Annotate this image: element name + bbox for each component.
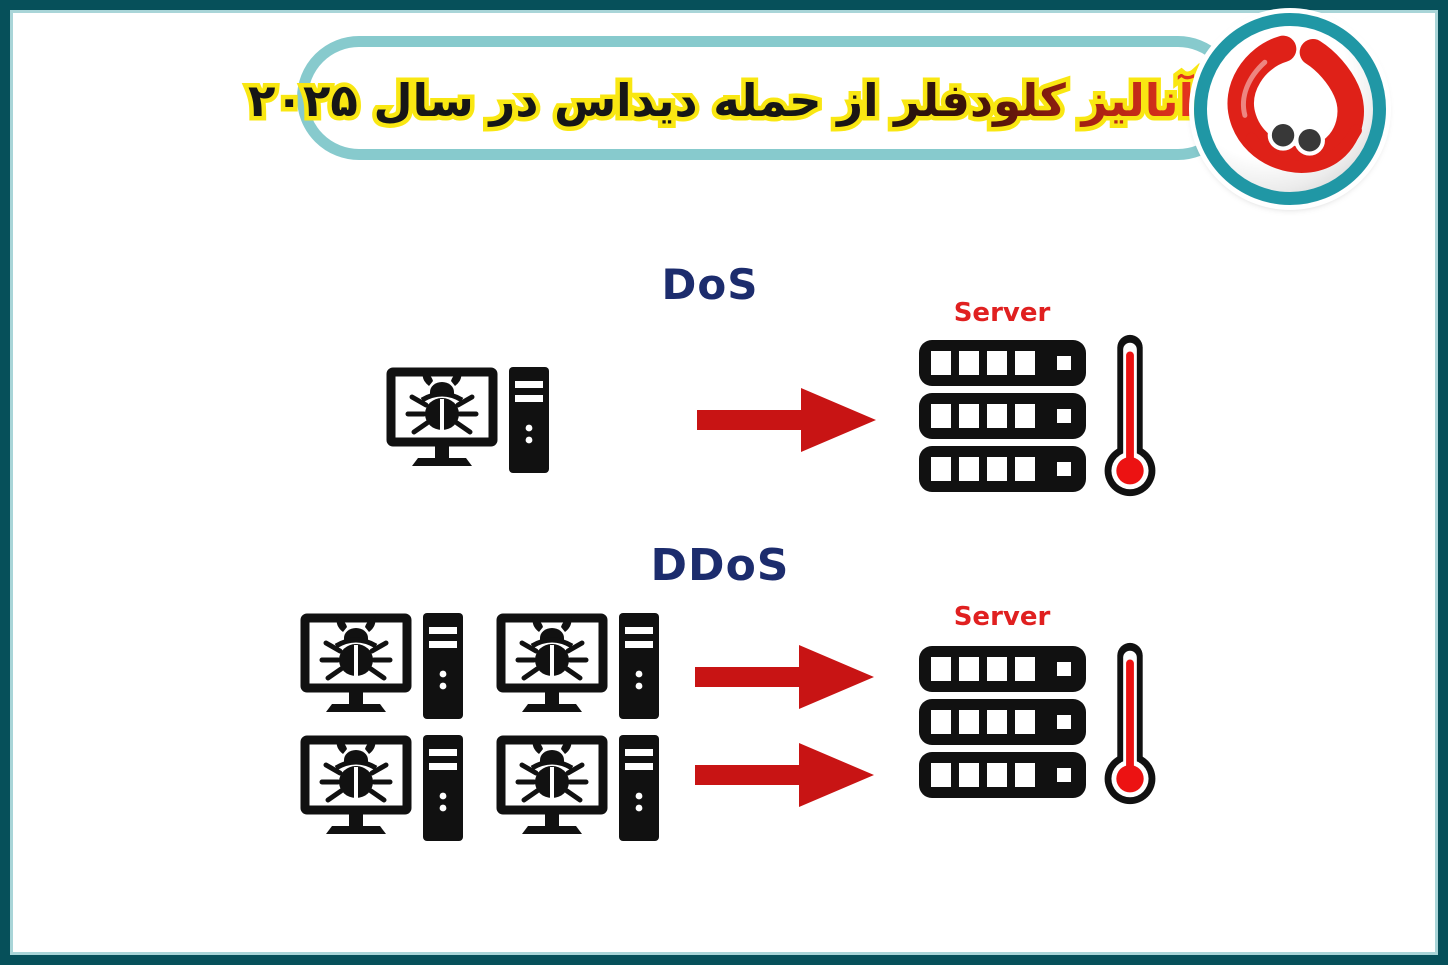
- site-logo: [1194, 13, 1386, 205]
- infected-computer-icon: [492, 732, 662, 846]
- ddos-attacker-computer-2: [492, 610, 662, 724]
- dos-attack-arrow: [697, 385, 877, 455]
- ddos-heading: DDoS: [650, 540, 790, 591]
- red-arrow-icon: [695, 740, 875, 810]
- infected-computer-icon: [296, 610, 466, 724]
- dos-server: [919, 340, 1086, 492]
- thermometer-icon: [1103, 640, 1157, 808]
- thermometer-icon: [1103, 332, 1157, 500]
- banner-title-wrap: آنالیز کلودفلر از حمله دیداس در سال ۲۰۲۵…: [244, 47, 1229, 149]
- server-rack-icon: [919, 340, 1086, 492]
- infected-computer-icon: [492, 610, 662, 724]
- page-title: آنالیز کلودفلر از حمله دیداس در سال ۲۰۲۵: [248, 73, 1194, 127]
- title-banner: آنالیز کلودفلر از حمله دیداس در سال ۲۰۲۵…: [244, 36, 1240, 160]
- infected-computer-icon: [382, 364, 552, 478]
- dos-thermometer: [1103, 332, 1157, 500]
- ddos-attacker-computer-1: [296, 610, 466, 724]
- ddos-attacker-computer-4: [492, 732, 662, 846]
- ddos-attacker-computer-3: [296, 732, 466, 846]
- server-rack-icon: [919, 646, 1086, 798]
- red-arrow-icon: [697, 385, 877, 455]
- ddos-server: [919, 646, 1086, 798]
- dos-attacker-computer: [382, 364, 552, 478]
- red-arrow-icon: [695, 642, 875, 712]
- magnet-logo-icon: [1215, 34, 1381, 200]
- ddos-server-label: Server: [953, 602, 1051, 632]
- ddos-thermometer: [1103, 640, 1157, 808]
- page-title-outline: آنالیز کلودفلر از حمله دیداس در سال ۲۰۲۵: [244, 69, 1199, 131]
- dos-server-label: Server: [953, 298, 1051, 328]
- ddos-attack-arrow-2: [695, 740, 875, 810]
- infected-computer-icon: [296, 732, 466, 846]
- dos-heading: DoS: [661, 260, 759, 309]
- ddos-attack-arrow-1: [695, 642, 875, 712]
- diagram-canvas: آنالیز کلودفلر از حمله دیداس در سال ۲۰۲۵…: [10, 10, 1438, 955]
